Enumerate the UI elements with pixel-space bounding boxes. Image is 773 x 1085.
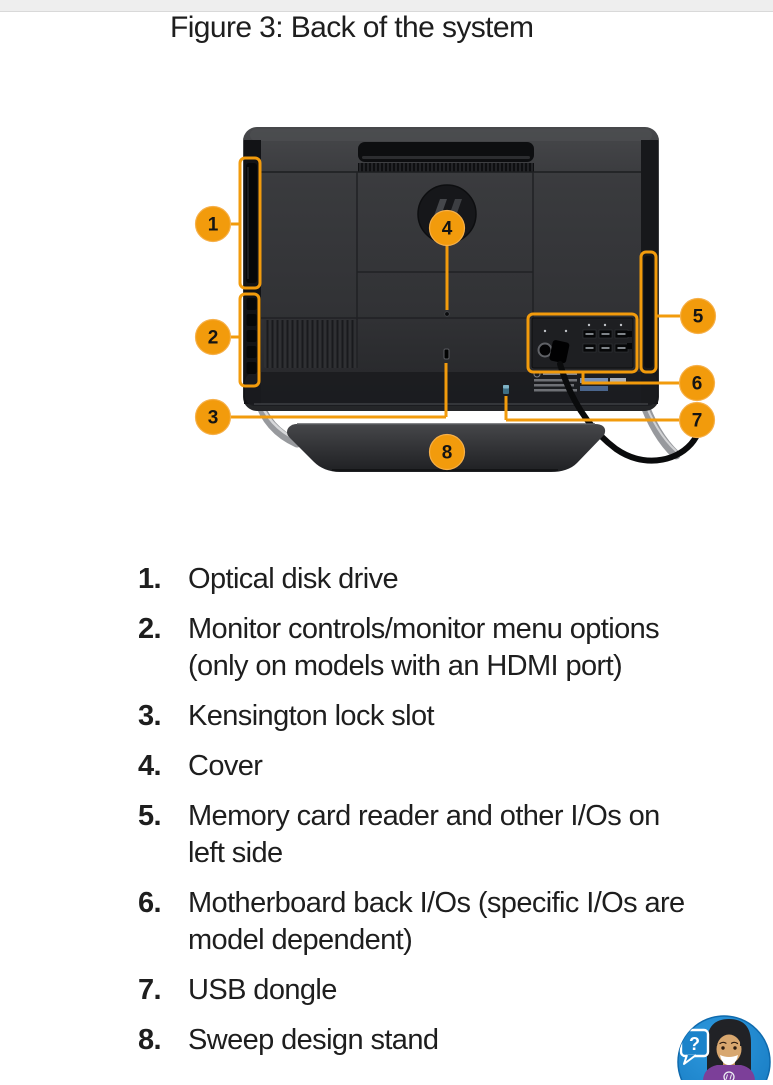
usb-dongle — [503, 385, 509, 394]
callout-1: 1 — [194, 205, 232, 243]
highlight-box-monitor-controls — [238, 292, 261, 388]
legend-number: 2. — [138, 613, 162, 645]
svg-text:7: 7 — [692, 411, 703, 432]
callout-8: 8 — [428, 433, 466, 471]
kensington-lock-slot — [443, 348, 450, 360]
vent-strip — [358, 163, 534, 172]
svg-text:?: ? — [689, 1034, 700, 1054]
legend-number: 1. — [138, 563, 162, 595]
legend-text: model dependent) — [188, 924, 413, 956]
legend-number: 8. — [138, 1024, 162, 1056]
legend-item-6: 6. Motherboard back I/Os (specific I/Os … — [138, 885, 758, 959]
legend-item-8: 8. Sweep design stand — [138, 1022, 758, 1059]
legend-number: 7. — [138, 974, 162, 1006]
legend-text: Kensington lock slot — [188, 700, 435, 732]
side-io-slot — [644, 256, 653, 368]
legend-number: 3. — [138, 700, 162, 732]
leader-line-7 — [504, 396, 679, 422]
legend-text: Memory card reader and other I/Os on — [188, 800, 660, 832]
svg-text:8: 8 — [442, 443, 453, 464]
back-of-system-figure: 1 2 3 4 5 6 7 8 — [194, 127, 717, 472]
avatar-fringe — [714, 1026, 744, 1046]
svg-text:6: 6 — [692, 374, 703, 395]
legend-number: 5. — [138, 800, 162, 832]
legend-number: 6. — [138, 887, 162, 919]
legend-text: Cover — [188, 750, 263, 782]
cover-seams — [261, 172, 641, 368]
svg-text:1: 1 — [208, 215, 219, 236]
svg-text:5: 5 — [693, 307, 704, 328]
virtual-agent-avatar-icon: ? — [677, 1015, 771, 1085]
optical-drive-slot — [246, 163, 257, 283]
vent-grille — [264, 320, 357, 368]
legend-number: 4. — [138, 750, 162, 782]
legend-text: USB dongle — [188, 974, 337, 1006]
callout-7: 7 — [678, 401, 716, 439]
legend-item-5: 5. Memory card reader and other I/Os on … — [138, 798, 758, 872]
legend-item-4: 4. Cover — [138, 748, 758, 785]
legend-text: Motherboard back I/Os (specific I/Os are — [188, 887, 685, 919]
figure-title: Figure 3: Back of the system — [170, 11, 534, 44]
figure-legend: 1. Optical disk drive 2. Monitor control… — [138, 561, 758, 1072]
callout-badges: 1 2 3 4 5 6 7 8 — [194, 205, 717, 471]
legend-text: Sweep design stand — [188, 1024, 439, 1056]
legend-text: Optical disk drive — [188, 563, 399, 595]
io-panel — [531, 317, 634, 369]
legend-item-1: 1. Optical disk drive — [138, 561, 758, 598]
legend-item-3: 3. Kensington lock slot — [138, 698, 758, 735]
monitor-control-buttons — [246, 298, 257, 374]
highlight-box-side-ios — [639, 250, 658, 374]
callout-5: 5 — [679, 297, 717, 335]
callout-4: 4 — [428, 209, 466, 247]
avatar-smile — [720, 1055, 738, 1065]
legend-item-2: 2. Monitor controls/monitor menu options… — [138, 611, 758, 685]
top-divider — [0, 0, 773, 12]
legend-text: Monitor controls/monitor menu options — [188, 613, 660, 645]
legend-text: (only on models with an HDMI port) — [188, 650, 623, 682]
legend-text: left side — [188, 837, 283, 869]
svg-text:2: 2 — [208, 328, 219, 349]
callout-3: 3 — [194, 398, 232, 436]
svg-text:4: 4 — [442, 219, 453, 240]
callout-overlays — [230, 156, 680, 422]
virtual-assistant-button[interactable]: ? — [675, 1014, 773, 1085]
leader-line-3 — [230, 363, 448, 419]
leader-line-6 — [581, 372, 679, 385]
question-bubble-icon: ? — [679, 1028, 710, 1065]
legend-item-7: 7. USB dongle — [138, 972, 758, 1009]
callout-2: 2 — [194, 318, 232, 356]
svg-text:3: 3 — [208, 408, 219, 429]
callout-6: 6 — [678, 364, 716, 402]
cover-screw-hole — [444, 311, 450, 317]
